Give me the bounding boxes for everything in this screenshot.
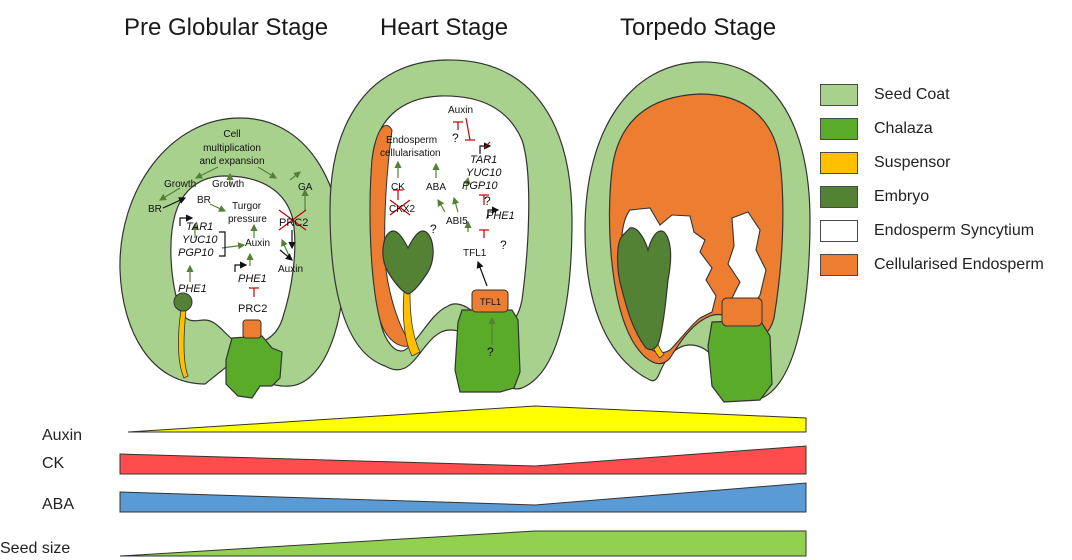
pgp10-gene-label: PGP10 bbox=[178, 247, 214, 259]
prc2-crossed-label: PRC2 bbox=[279, 217, 308, 229]
prc2-label: PRC2 bbox=[238, 303, 267, 315]
legend-item-cellularised-endosperm: Cellularised Endosperm bbox=[820, 248, 1044, 282]
cell-mult-label-1: Cell bbox=[223, 129, 240, 140]
legend: Seed Coat Chalaza Suspensor Embryo Endos… bbox=[820, 78, 1044, 282]
chalaza bbox=[708, 320, 772, 402]
ck-gradient-label: CK bbox=[42, 455, 152, 473]
ckx2-crossed-label: CKX2 bbox=[389, 204, 416, 215]
endosperm-label: Endosperm bbox=[386, 135, 437, 146]
tar1-gene-label: TAR1 bbox=[186, 221, 213, 233]
abi5-label: ABI5 bbox=[446, 216, 468, 227]
question-mark-3: ? bbox=[484, 194, 491, 208]
turgor-label: Turgor bbox=[232, 201, 262, 212]
yuc10-gene-label: YUC10 bbox=[182, 234, 218, 246]
seed-size-gradient-bar bbox=[120, 531, 806, 556]
legend-label: Endosperm Syncytium bbox=[874, 222, 1034, 240]
legend-swatch bbox=[820, 152, 858, 174]
phe1-gene-label: PHE1 bbox=[486, 210, 515, 222]
legend-item-suspensor: Suspensor bbox=[820, 146, 1044, 180]
cell-mult-label-2: multiplication bbox=[203, 143, 261, 154]
auxin-gradient-label: Auxin bbox=[42, 427, 152, 445]
tfl1-label: TFL1 bbox=[463, 248, 487, 259]
cellularised-endosperm bbox=[243, 320, 261, 338]
cellularisation-label: cellularisation bbox=[380, 148, 441, 159]
legend-swatch bbox=[820, 118, 858, 140]
question-mark-1: ? bbox=[452, 131, 459, 145]
tfl1-box-label: TFL1 bbox=[480, 297, 501, 307]
growth-inner-label: Growth bbox=[212, 179, 244, 190]
auxin-inner-label: Auxin bbox=[245, 238, 270, 249]
legend-item-seed-coat: Seed Coat bbox=[820, 78, 1044, 112]
phe1-inner-gene-label: PHE1 bbox=[238, 273, 267, 285]
auxin-gradient-bar bbox=[128, 406, 806, 432]
ck-gradient-bar bbox=[120, 446, 806, 474]
ck-label: CK bbox=[391, 182, 405, 193]
legend-label: Seed Coat bbox=[874, 86, 950, 104]
growth-outer-label: Growth bbox=[164, 179, 196, 190]
legend-swatch bbox=[820, 254, 858, 276]
cellularised-endosperm-cap bbox=[722, 298, 762, 326]
pgp10-gene-label: PGP10 bbox=[462, 180, 498, 192]
auxin-outer-label: Auxin bbox=[278, 264, 303, 275]
legend-item-embryo: Embryo bbox=[820, 180, 1044, 214]
question-mark-5: ? bbox=[487, 345, 494, 359]
embryo bbox=[174, 293, 192, 311]
legend-swatch bbox=[820, 84, 858, 106]
question-mark-2: ? bbox=[430, 222, 437, 236]
legend-swatch bbox=[820, 220, 858, 242]
aba-label: ABA bbox=[426, 182, 446, 193]
aba-gradient-bar bbox=[120, 483, 806, 512]
tar1-gene-label: TAR1 bbox=[470, 154, 497, 166]
auxin-label: Auxin bbox=[448, 105, 473, 116]
yuc10-gene-label: YUC10 bbox=[466, 167, 502, 179]
legend-item-chalaza: Chalaza bbox=[820, 112, 1044, 146]
torpedo-seed bbox=[585, 62, 810, 402]
question-mark-4: ? bbox=[500, 238, 507, 252]
cell-mult-label-3: and expansion bbox=[199, 156, 264, 167]
gradient-bars bbox=[120, 406, 806, 556]
legend-label: Cellularised Endosperm bbox=[874, 256, 1044, 274]
legend-label: Embryo bbox=[874, 188, 929, 206]
ga-label: GA bbox=[298, 182, 313, 193]
aba-gradient-label: ABA bbox=[42, 496, 152, 514]
pressure-label: pressure bbox=[228, 214, 267, 225]
br-outer-label: BR bbox=[148, 204, 162, 215]
phe1-left-gene-label: PHE1 bbox=[178, 283, 207, 295]
br-inner-label: BR bbox=[197, 195, 211, 206]
legend-label: Suspensor bbox=[874, 154, 951, 172]
legend-label: Chalaza bbox=[874, 120, 933, 138]
legend-item-endosperm-syncytium: Endosperm Syncytium bbox=[820, 214, 1044, 248]
seed-size-gradient-label: Seed size bbox=[0, 540, 110, 558]
legend-swatch bbox=[820, 186, 858, 208]
